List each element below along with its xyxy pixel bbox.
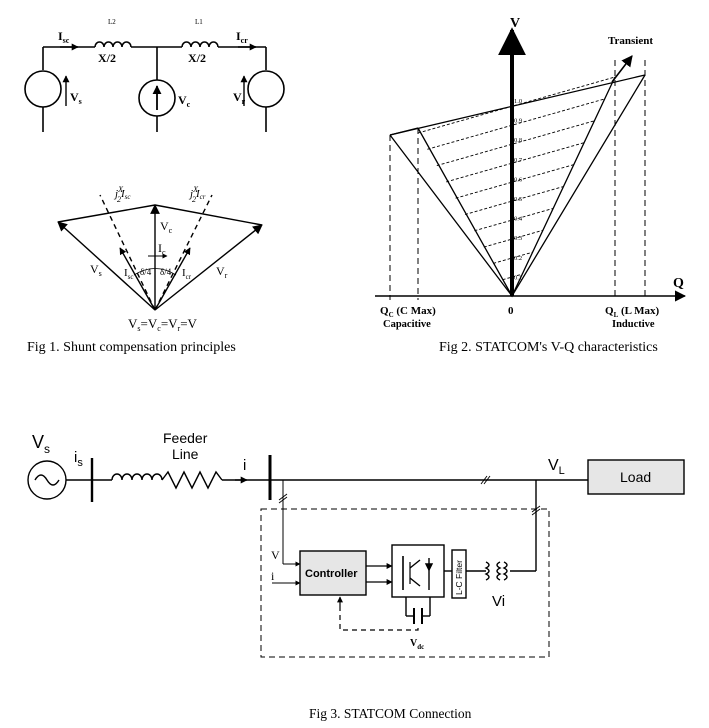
load-line: [446, 142, 585, 183]
lc-filter-box: [451, 549, 467, 599]
load-line: [474, 207, 554, 232]
i-label-fig3: i: [243, 457, 246, 474]
capacitive-label: Capacitive: [383, 319, 431, 330]
load-line: [483, 229, 544, 248]
fig2-tick-labels: 1.0 0.9 0.8 0.7 0.6 0.5 0.4 0.3 0.2 0.1: [514, 98, 523, 281]
vi-label: Vi: [492, 593, 505, 610]
icr-label: Icr: [236, 29, 248, 45]
v-input-label: V: [271, 548, 280, 562]
vdc-label: Vdc: [410, 638, 424, 651]
fig1-circuit-labels: Isc Icr L2 L1 X/2 X/2 Vs Vc Vr: [58, 18, 248, 109]
inductor-l2: [94, 41, 132, 48]
vr-source: [247, 70, 285, 108]
load-line: [464, 186, 564, 215]
x-right-label: X/2: [188, 51, 206, 65]
feeder-resistor: [161, 470, 223, 490]
inductive-label: Inductive: [612, 319, 655, 330]
vs-source: [24, 70, 62, 108]
load-line: [427, 98, 605, 150]
v-tick-label: 0.9: [514, 118, 522, 125]
icr-phasor-label: Icr: [182, 267, 192, 281]
load-line: [502, 273, 523, 281]
phasor-equation: Vs=Vc=Vr=V: [128, 316, 198, 333]
fig3-connection: [27, 455, 685, 658]
fig2-vq: [375, 27, 687, 302]
delta-right-label: δ/4: [160, 267, 172, 277]
v-tick-label: 0.7: [514, 157, 523, 164]
fig2-caption: Fig 2. STATCOM's V-Q characteristics: [439, 340, 658, 355]
load-label: Load: [620, 469, 651, 485]
vs-phasor: [57, 221, 156, 311]
load-line: [436, 120, 595, 167]
fig1-caption: Fig 1. Shunt compensation principles: [27, 340, 236, 355]
fig2-load-lines: [417, 76, 616, 281]
v-tick-label: 0.6: [514, 176, 523, 183]
l1-label: L1: [195, 18, 203, 26]
inverter-box: [391, 544, 445, 598]
i-input-label: i: [271, 569, 275, 583]
ql-label: QL (L Max): [605, 305, 660, 319]
fig1-circuit: [24, 41, 285, 132]
transient-label: Transient: [608, 35, 653, 47]
controller-label: Controller: [305, 568, 358, 580]
feeder-label-line2: Line: [172, 446, 199, 462]
v-tick-label: 0.8: [514, 137, 522, 144]
vs-phasor-label: Vs: [90, 262, 102, 278]
isc-phasor-label: Isc: [124, 267, 134, 281]
vs-label-fig3: Vs: [32, 432, 50, 456]
load-box: [587, 459, 685, 495]
vr-phasor-label: Vr: [216, 264, 228, 280]
fig1-phasor: [57, 194, 263, 311]
vs-label: Vs: [70, 90, 82, 106]
lc-filter-label: L-C Filter: [454, 560, 464, 595]
q-axis-label: Q: [673, 276, 684, 291]
vc-phasor-label: Vc: [160, 219, 173, 235]
origin-label: 0: [508, 305, 514, 317]
vc-label: Vc: [178, 93, 191, 109]
v-tick-label: 0.3: [514, 235, 522, 242]
l2-label: L2: [108, 18, 116, 26]
inductor-l1: [181, 41, 219, 48]
delta-left-label: δ/4: [140, 267, 152, 277]
feeder-inductor: [111, 473, 163, 481]
isc-label: Isc: [58, 29, 70, 45]
is-label-fig3: is: [74, 449, 83, 469]
controller-box: [299, 550, 367, 596]
fig1-circuit-arrows: [60, 43, 257, 110]
load-line: [455, 164, 574, 199]
v-axis-label: V: [510, 16, 520, 31]
x-left-label: X/2: [98, 51, 116, 65]
fig2-labels: V Q Transient 0 QC (C Max) Capacitive QL…: [380, 16, 684, 330]
v-tick-label: 0.1: [514, 274, 522, 281]
v-tick-label: 1.0: [514, 98, 522, 105]
v-tick-label: 0.4: [514, 216, 523, 223]
load-line: [493, 251, 533, 264]
vr-phasor: [154, 224, 263, 311]
v-tick-label: 0.5: [514, 196, 522, 203]
fig3-caption: Fig 3. STATCOM Connection: [309, 706, 472, 721]
load-line: [417, 76, 616, 134]
feeder-label-line1: Feeder: [163, 430, 208, 446]
vl-label: VL: [548, 457, 565, 477]
vr-label: Vr: [233, 90, 246, 106]
fig3-labels: Vs is Feeder Line i VL Load V i Controll…: [32, 430, 651, 651]
isc-phasor: [119, 247, 156, 311]
statcom-enclosure: [260, 508, 550, 658]
ic-phasor-label: Ic: [158, 241, 166, 257]
qc-label: QC (C Max): [380, 305, 436, 319]
v-tick-label: 0.2: [514, 255, 522, 262]
